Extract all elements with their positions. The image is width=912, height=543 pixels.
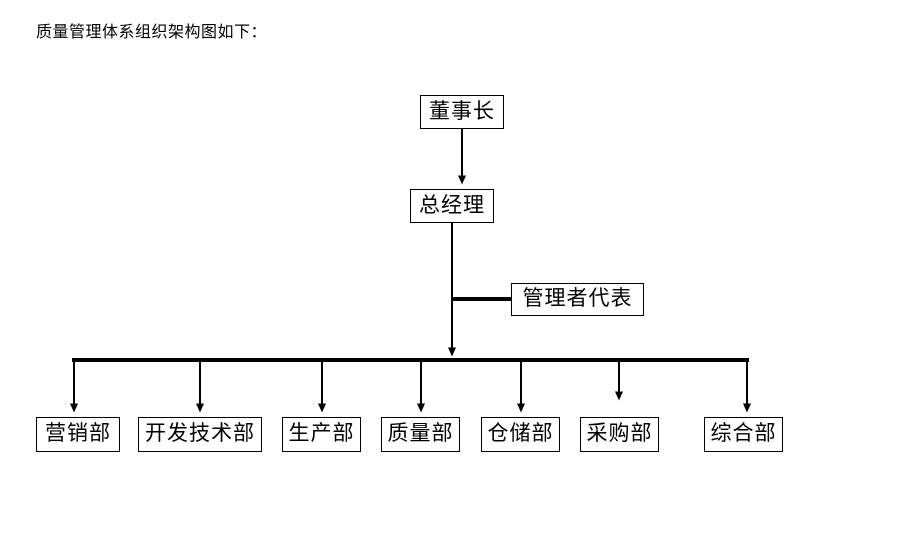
node-marketing-department[interactable]: 营销部: [36, 417, 120, 452]
node-chairman[interactable]: 董事长: [420, 95, 504, 129]
node-development-technology-department[interactable]: 开发技术部: [138, 417, 262, 452]
node-quality-department[interactable]: 质量部: [381, 417, 460, 452]
node-general-manager[interactable]: 总经理: [410, 189, 494, 223]
node-management-representative[interactable]: 管理者代表: [511, 283, 644, 316]
node-warehouse-department[interactable]: 仓储部: [481, 417, 560, 452]
node-general-affairs-department[interactable]: 综合部: [704, 417, 783, 452]
page-title: 质量管理体系组织架构图如下：: [36, 24, 268, 41]
node-production-department[interactable]: 生产部: [282, 417, 361, 452]
node-purchasing-department[interactable]: 采购部: [580, 417, 659, 452]
